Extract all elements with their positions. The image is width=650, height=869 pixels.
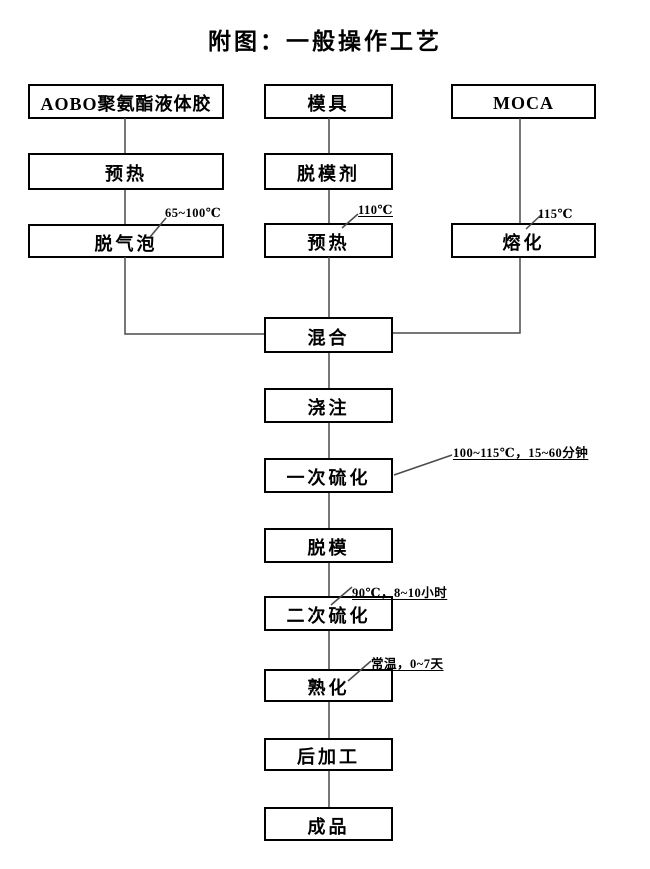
node-preheat-mold: 预热 (264, 223, 393, 258)
leader-line-first-cure (393, 454, 453, 476)
node-release-agent: 脱模剂 (264, 153, 393, 190)
node-aobo-liquid-glue: AOBO聚氨酯液体胶 (28, 84, 224, 119)
node-pour: 浇注 (264, 388, 393, 423)
node-label: 二次硫化 (286, 606, 371, 626)
node-mix: 混合 (264, 317, 393, 353)
node-label: 一次硫化 (286, 468, 371, 488)
node-preheat-glue: 预热 (28, 153, 224, 190)
node-label: 熟化 (307, 678, 350, 698)
node-degas: 脱气泡 (28, 224, 224, 258)
node-label: MOCA (493, 92, 554, 113)
node-finished-product: 成品 (264, 807, 393, 841)
node-label: 浇注 (307, 398, 350, 418)
node-second-cure: 二次硫化 (264, 596, 393, 631)
annotation-second-cure-temp: 90℃，8~10小时 (352, 586, 448, 600)
node-first-cure: 一次硫化 (264, 458, 393, 493)
node-label: 脱模剂 (297, 164, 360, 184)
node-melt: 熔化 (451, 223, 596, 258)
node-label: 熔化 (502, 233, 545, 253)
node-label: 脱气泡 (94, 233, 158, 254)
node-demold: 脱模 (264, 528, 393, 563)
annotation-first-cure-temp: 100~115℃，15~60分钟 (453, 446, 589, 460)
node-post-process: 后加工 (264, 738, 393, 771)
node-label: AOBO聚氨酯液体胶 (40, 94, 212, 114)
annotation-melt-temp: 115℃ (538, 207, 574, 221)
node-label: 脱模 (307, 538, 350, 558)
node-aging: 熟化 (264, 669, 393, 702)
node-label: 模具 (307, 94, 350, 114)
node-label: 成品 (307, 816, 350, 837)
annotation-preheat-mold-temp: 110℃ (358, 203, 394, 217)
page-title: 附图：一般操作工艺 (208, 29, 442, 54)
node-label: 混合 (307, 327, 350, 348)
node-moca: MOCA (451, 84, 596, 119)
node-label: 预热 (307, 233, 350, 253)
node-label: 预热 (105, 164, 147, 184)
node-mold: 模具 (264, 84, 393, 119)
annotation-aging-temp: 常温，0~7天 (371, 657, 444, 671)
annotation-degas-temp: 65~100℃ (165, 206, 222, 220)
node-label: 后加工 (297, 747, 360, 767)
